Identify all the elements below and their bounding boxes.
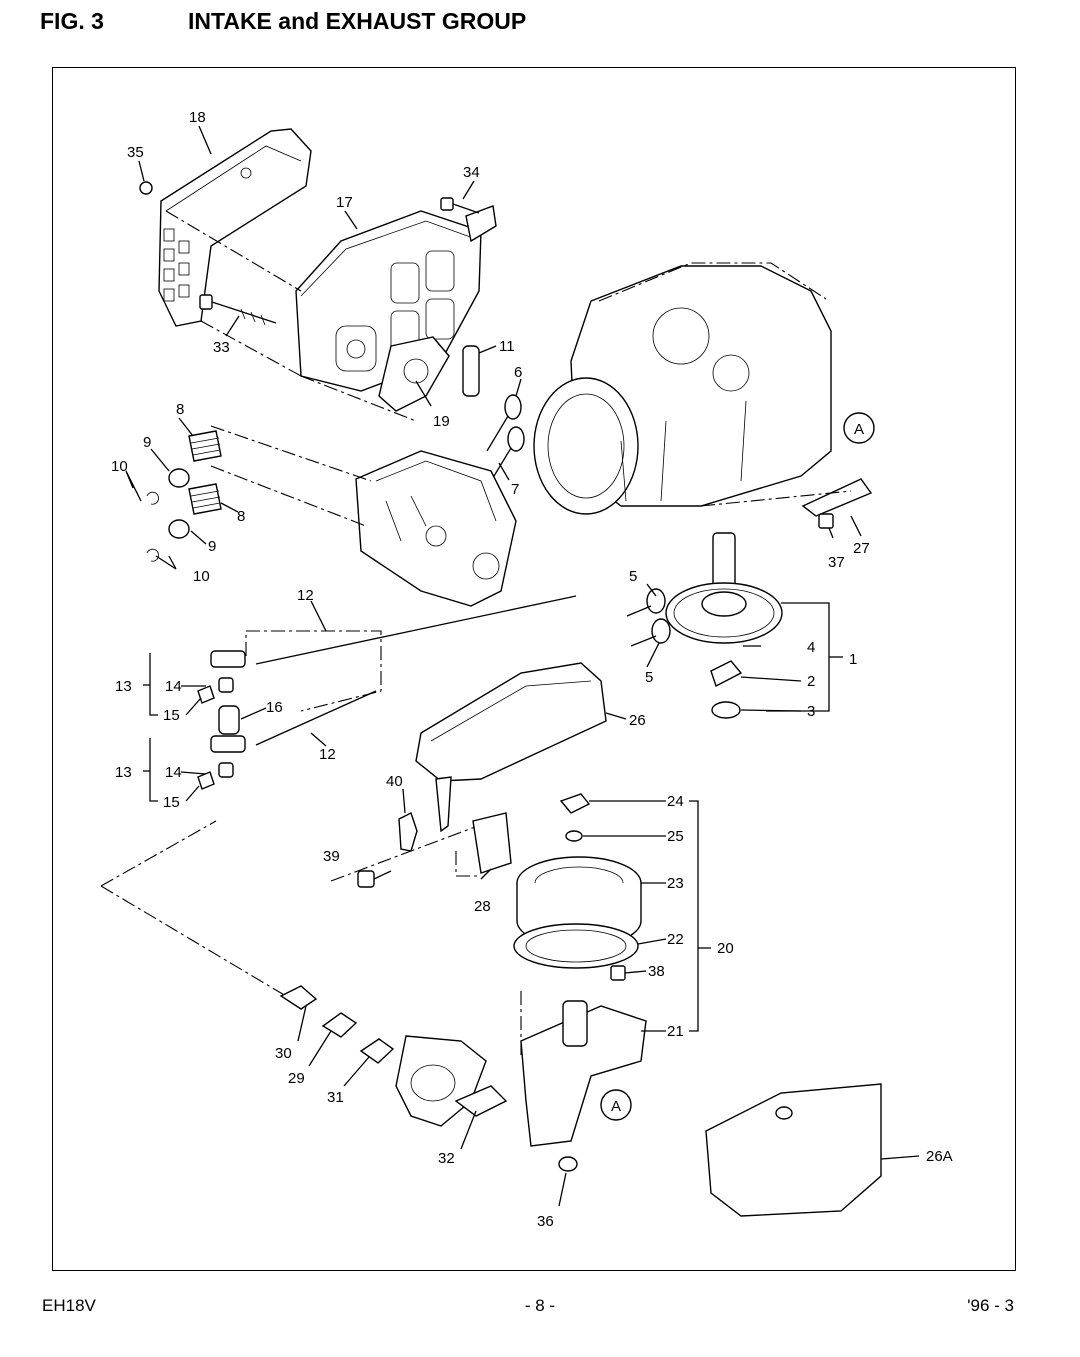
callout-38: 38 [648,963,665,980]
leader-lines [125,125,920,1207]
bolt-39 [357,870,375,888]
callout-10-upper: 10 [111,458,128,475]
rocker-arms [197,650,246,790]
exploded-parts-diagram: 18 35 34 17 33 11 6 19 8 9 10 7 8 9 10 1… [100,109,953,1230]
air-filter-assembly [513,793,647,1172]
callout-31: 31 [327,1089,344,1106]
reference-a-upper: A [854,421,864,438]
reference-circle-a-upper [843,412,875,444]
carburetor [279,985,508,1127]
callout-4: 4 [807,639,815,656]
crankcase [533,262,832,515]
callout-9-upper: 9 [143,434,151,451]
callout-6: 6 [514,364,522,381]
callout-13-lower: 13 [115,764,132,781]
callout-12-upper: 12 [297,587,314,604]
callout-12-lower: 12 [319,746,336,763]
callout-32: 32 [438,1150,455,1167]
diagram-frame: 18 35 34 17 33 11 6 19 8 9 10 7 8 9 10 1… [52,67,1016,1271]
callout-10-lower: 10 [193,568,210,585]
figure-number: FIG. 3 [40,8,104,34]
callout-39: 39 [323,848,340,865]
callout-9-lower: 9 [208,538,216,555]
cylinder-head [355,450,517,607]
muffler-cover [158,128,312,327]
callout-26A: 26A [926,1148,953,1165]
air-cleaner-cover [415,662,607,782]
callout-3: 3 [807,703,815,720]
callout-17: 17 [336,194,353,211]
valve-springs [146,430,222,562]
valves [486,394,525,482]
callout-19: 19 [433,413,450,430]
callout-11: 11 [499,338,515,355]
exhaust-gasket [378,336,450,412]
camshaft-assembly [626,532,783,719]
callout-40: 40 [386,773,403,790]
callout-29: 29 [288,1070,305,1087]
callout-13-upper: 13 [115,678,132,695]
reference-a-lower: A [611,1098,621,1115]
callout-20: 20 [717,940,734,957]
callout-15-lower: 15 [163,794,180,811]
wing-nut [398,812,418,852]
callout-5-upper: 5 [629,568,637,585]
bracket [801,478,873,517]
footer-date: '96 - 3 [967,1296,1014,1315]
callout-25: 25 [667,828,684,845]
callout-28: 28 [474,898,491,915]
callout-8-upper: 8 [176,401,184,418]
bracket-28 [472,812,512,874]
callout-30: 30 [275,1045,292,1062]
callout-35: 35 [127,144,144,161]
callout-24: 24 [667,793,684,810]
callout-33: 33 [213,339,230,356]
callout-1: 1 [849,651,857,668]
callout-37: 37 [828,554,845,571]
push-rods [255,595,577,746]
callout-36: 36 [537,1213,554,1230]
callout-22: 22 [667,931,684,948]
footer-page-number: - 8 - [524,1296,556,1315]
callout-14-upper: 14 [165,678,182,695]
callout-14-lower: 14 [165,764,182,781]
callout-27: 27 [853,540,870,557]
callout-8-lower: 8 [237,508,245,525]
callout-5-lower: 5 [645,669,653,686]
callout-23: 23 [667,875,684,892]
callout-34: 34 [463,164,480,181]
callout-2: 2 [807,673,815,690]
callout-21: 21 [667,1023,684,1040]
reference-circle-a-lower [600,1089,632,1121]
dowel-pin [462,345,480,397]
callout-7: 7 [511,481,519,498]
callout-15-upper: 15 [163,707,180,724]
callout-26: 26 [629,712,646,729]
footer-model: EH18V [42,1296,96,1315]
muffler-bolts [139,181,480,326]
figure-title: INTAKE and EXHAUST GROUP [188,8,527,34]
callout-16: 16 [266,699,283,716]
air-cleaner-cover-26A [705,1083,882,1217]
callout-18: 18 [189,109,206,126]
callout-labels: 18 35 34 17 33 11 6 19 8 9 10 7 8 9 10 1… [111,109,953,1230]
